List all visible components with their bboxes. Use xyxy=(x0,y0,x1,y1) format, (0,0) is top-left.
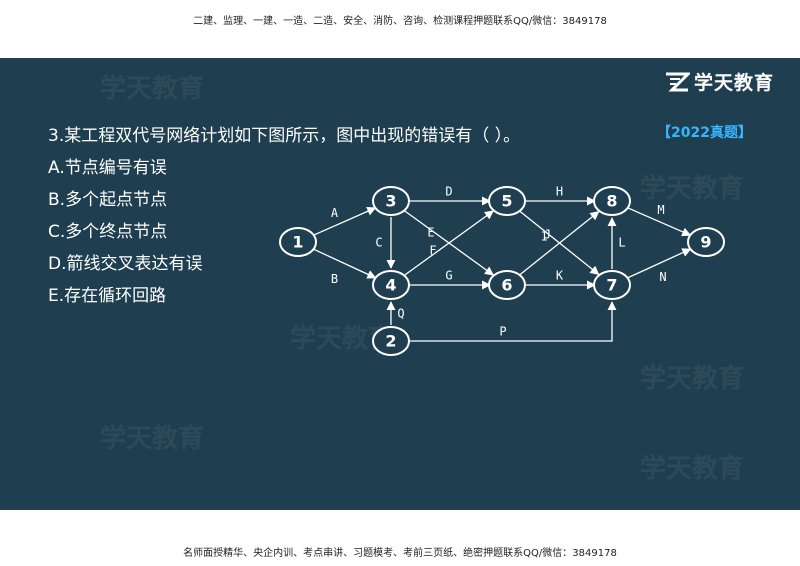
node-1: 1 xyxy=(279,227,317,257)
brand-logo: 学天教育 xyxy=(664,68,774,95)
stylized-z-logo-icon xyxy=(665,72,690,91)
header-contact-text: 二建、监理、一建、一造、二造、安全、消防、咨询、检测课程押题联系QQ/微信：38… xyxy=(193,16,607,27)
arrow-2-7 xyxy=(407,301,617,342)
node-number: 9 xyxy=(700,233,711,252)
footer-contact-text: 名师面授精华、央企内训、考点串讲、习题模考、考前三页纸、绝密押题联系QQ/微信：… xyxy=(183,548,617,559)
option-b: B.多个起点节点 xyxy=(48,190,168,210)
node-7: 7 xyxy=(593,270,631,300)
activity-label-i: I xyxy=(541,230,548,244)
exam-year-tag: 【2022真题】 xyxy=(657,125,752,141)
watermark-text: 学天教育 xyxy=(640,454,745,484)
activity-label-m: M xyxy=(657,203,664,217)
node-8: 8 xyxy=(593,186,631,216)
option-d: D.箭线交叉表达有误 xyxy=(48,254,203,274)
watermark-text: 学天教育 xyxy=(100,74,205,104)
arrow-1-4 xyxy=(312,248,377,279)
activity-label-n: N xyxy=(659,270,666,284)
arrow-8-9 xyxy=(626,206,692,237)
activity-label-p: P xyxy=(499,325,506,339)
node-circle xyxy=(372,326,410,356)
node-circle xyxy=(687,227,725,257)
node-number: 3 xyxy=(385,192,396,211)
activity-label-b: B xyxy=(331,272,338,286)
node-9: 9 xyxy=(687,227,725,257)
activity-label-c: C xyxy=(375,236,382,250)
arrow-4-5 xyxy=(403,210,494,277)
option-e: E.存在循环回路 xyxy=(48,286,167,306)
watermark-text: 学天教育 xyxy=(640,364,745,394)
node-circle xyxy=(488,186,526,216)
node-circle xyxy=(372,186,410,216)
activity-label-q: Q xyxy=(397,307,404,321)
slide: 学天教育 学天教育 学天教育 学天教育 学天教育 学天教育 学天教育 3.某工程… xyxy=(0,58,800,510)
activity-label-g: G xyxy=(445,269,452,283)
top-banner: 二建、监理、一建、一造、二造、安全、消防、咨询、检测课程押题联系QQ/微信：38… xyxy=(0,0,800,58)
node-2: 2 xyxy=(372,326,410,356)
node-circle xyxy=(593,270,631,300)
node-number: 7 xyxy=(606,276,617,295)
node-number: 8 xyxy=(606,192,617,211)
node-number: 4 xyxy=(385,276,396,295)
activity-label-l: L xyxy=(618,236,625,250)
node-number: 1 xyxy=(292,233,303,252)
activity-label-f: F xyxy=(429,244,436,258)
option-c: C.多个终点节点 xyxy=(48,222,168,242)
activity-label-d: D xyxy=(445,185,452,199)
node-circle xyxy=(279,227,317,257)
node-6: 6 xyxy=(488,270,526,300)
activity-label-k: K xyxy=(556,269,564,283)
arrow-7-9 xyxy=(626,248,692,279)
node-circle xyxy=(488,270,526,300)
node-4: 4 xyxy=(372,270,410,300)
bottom-banner: 名师面授精华、央企内训、考点串讲、习题模考、考前三页纸、绝密押题联系QQ/微信：… xyxy=(0,510,800,566)
arrow-1-3 xyxy=(312,206,377,237)
question-stem: 3.某工程双代号网络计划如下图所示，图中出现的错误有（ ）。 xyxy=(48,126,521,146)
activity-label-a: A xyxy=(331,206,339,220)
option-a: A.节点编号有误 xyxy=(48,158,167,178)
node-circle xyxy=(593,186,631,216)
brand-name: 学天教育 xyxy=(693,72,774,94)
node-number: 6 xyxy=(501,276,512,295)
node-5: 5 xyxy=(488,186,526,216)
watermark-text: 学天教育 xyxy=(640,174,745,204)
activity-label-h: H xyxy=(556,185,563,199)
node-3: 3 xyxy=(372,186,410,216)
activity-label-j: J xyxy=(544,228,551,242)
node-number: 2 xyxy=(385,332,396,351)
network-diagram: A B C D EFG H IJ K L M N P Q 1 2 3 4 5 6 7 8 9 xyxy=(279,185,725,356)
arrow-6-8 xyxy=(519,211,600,276)
activity-label-e: E xyxy=(427,226,434,240)
watermark-text: 学天教育 xyxy=(100,424,205,454)
node-circle xyxy=(372,270,410,300)
node-number: 5 xyxy=(501,192,512,211)
